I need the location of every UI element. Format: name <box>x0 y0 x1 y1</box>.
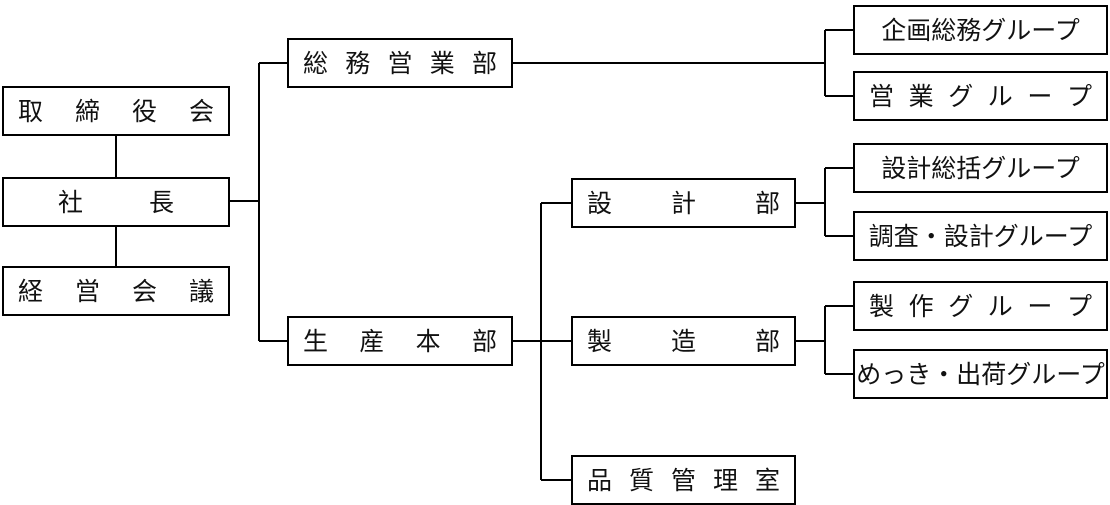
label-char: 営 <box>869 81 895 111</box>
label-char: グ <box>948 291 974 321</box>
label-char: 管 <box>670 465 696 495</box>
label-char: 室 <box>754 465 780 495</box>
label-char: 経 <box>18 276 44 306</box>
design-management-group-box: 設計総括グループ <box>853 143 1108 193</box>
quality-control-office-box: 品質管理室 <box>571 455 796 505</box>
label-char: ル <box>987 291 1013 321</box>
production-hq-box: 生産本部 <box>287 316 513 366</box>
plating-shipping-group-label: めっき・出荷グループ <box>856 359 1105 389</box>
label-char: 総 <box>303 48 329 78</box>
label-char: 品 <box>587 465 613 495</box>
label-char: 業 <box>908 81 934 111</box>
president-box: 社長 <box>2 177 230 227</box>
label-char: 産 <box>359 326 385 356</box>
label-char: 理 <box>712 465 738 495</box>
fabrication-group-box: 製作グループ <box>853 281 1108 331</box>
label-char: 造 <box>670 326 696 356</box>
label-char: 役 <box>131 96 157 126</box>
label-char: プ <box>1066 81 1092 111</box>
label-char: 設 <box>587 188 613 218</box>
label-char: 業 <box>429 48 455 78</box>
label-char: 締 <box>74 96 100 126</box>
label-char: 質 <box>628 465 654 495</box>
label-char: 部 <box>471 48 497 78</box>
manufacturing-dept-box: 製造部 <box>571 316 796 366</box>
general-affairs-sales-dept-box: 総務営業部 <box>287 38 513 88</box>
label-char: 会 <box>188 96 214 126</box>
planning-admin-group-box: 企画総務グループ <box>853 5 1108 55</box>
label-char: 生 <box>303 326 329 356</box>
label-char: ル <box>987 81 1013 111</box>
label-char: 議 <box>188 276 214 306</box>
design-management-group-label: 設計総括グループ <box>881 153 1080 183</box>
label-char: 営 <box>387 48 413 78</box>
label-char: 取 <box>18 96 44 126</box>
board-of-directors-box: 取締 役 会 <box>2 86 230 136</box>
label-char: 製 <box>587 326 613 356</box>
label-char: ー <box>1027 291 1053 321</box>
label-char: 計 <box>670 188 696 218</box>
label-char: 本 <box>415 326 441 356</box>
management-meeting-box: 経営 会 議 <box>2 266 230 316</box>
label-char: 製 <box>869 291 895 321</box>
survey-design-group-label: 調査・設計グループ <box>868 221 1093 251</box>
label-char: ー <box>1027 81 1053 111</box>
survey-design-group-box: 調査・設計グループ <box>853 211 1108 261</box>
label-char: 社 <box>58 187 84 217</box>
label-char: 部 <box>471 326 497 356</box>
label-char: 務 <box>345 48 371 78</box>
label-char: 会 <box>131 276 157 306</box>
label-char: 部 <box>754 188 780 218</box>
plating-shipping-group-box: めっき・出荷グループ <box>853 349 1108 399</box>
label-char: 営 <box>74 276 100 306</box>
label-char: 部 <box>754 326 780 356</box>
design-dept-box: 設計部 <box>571 178 796 228</box>
sales-group-box: 営業グループ <box>853 71 1108 121</box>
label-char: 長 <box>148 187 174 217</box>
label-char: グ <box>948 81 974 111</box>
label-char: 作 <box>908 291 934 321</box>
label-char: プ <box>1066 291 1092 321</box>
planning-admin-group-label: 企画総務グループ <box>881 15 1080 45</box>
